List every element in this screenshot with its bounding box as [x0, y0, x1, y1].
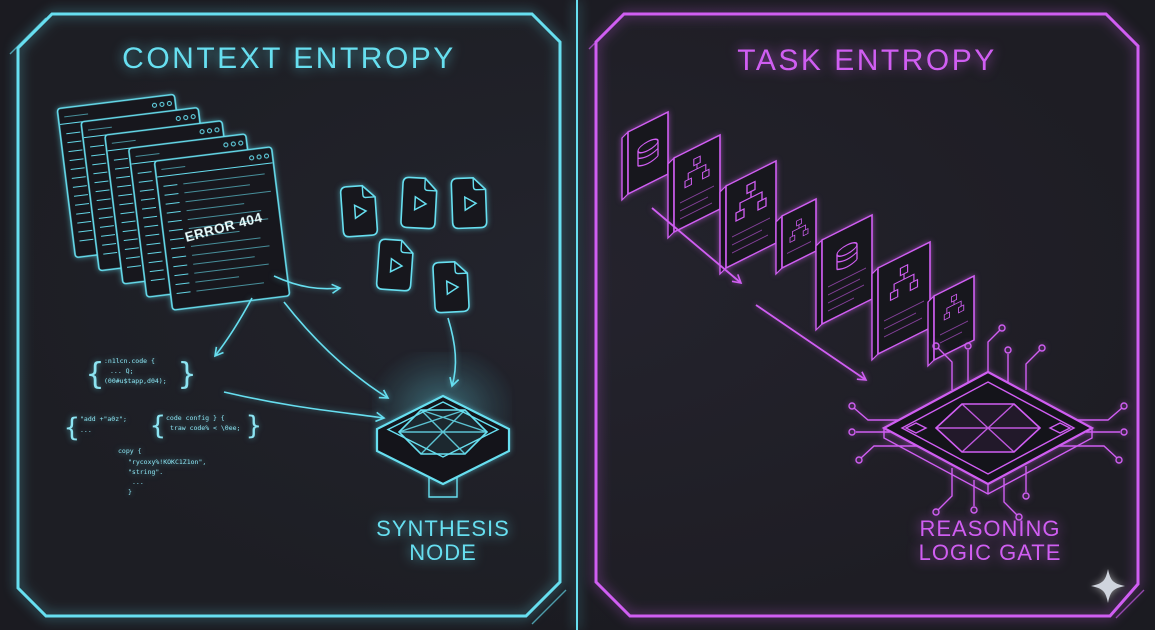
- code-snippet-block-3: { code config } { traw code% < \0ee; }: [150, 411, 262, 441]
- file-icon: [450, 176, 488, 230]
- code-line: "rycoxy%!KOKC1Z1on",: [128, 458, 206, 466]
- code-line: (00#u$tapp,d04);: [104, 377, 167, 385]
- code-line: }: [128, 488, 132, 496]
- code-line: traw code% < \0ee;: [170, 424, 240, 432]
- code-snippet-block-2: { "add +"a0z"; ...: [64, 413, 127, 443]
- isometric-card-stack: [621, 110, 975, 368]
- synthesis-node-label-line1: SYNTHESIS: [376, 516, 510, 541]
- data-card-small: [775, 197, 817, 276]
- terminal-window-stack: ERROR 404: [56, 93, 291, 311]
- synthesis-node-base: [428, 477, 458, 498]
- code-brace: {: [150, 411, 166, 441]
- data-card-small: [927, 274, 975, 368]
- right-panel-frame: [594, 12, 1140, 618]
- code-line: ...: [80, 426, 92, 434]
- code-line: "add +"a0z";: [80, 415, 127, 423]
- sparkle-logo-icon: [1091, 569, 1125, 603]
- flow-arrow: [223, 391, 386, 423]
- data-card: [667, 133, 721, 240]
- data-card-database: [621, 110, 669, 202]
- code-snippet-block-4: copy { "rycoxy%!KOKC1Z1on", "string". ..…: [118, 447, 206, 496]
- code-brace: }: [178, 357, 196, 392]
- chip-circuit-traces: [848, 324, 1128, 521]
- task-arrow-2: [755, 304, 868, 381]
- flow-arrow: [273, 275, 342, 294]
- code-brace: {: [64, 413, 80, 443]
- task-entropy-title: TASK ENTROPY: [737, 44, 996, 77]
- data-card: [719, 159, 777, 276]
- chip-core: [934, 403, 1042, 453]
- synthesis-node-label-line2: NODE: [409, 540, 477, 565]
- file-icon: [399, 176, 439, 230]
- code-line: ...: [132, 478, 144, 486]
- data-card: [815, 213, 873, 332]
- reasoning-chip: [848, 324, 1128, 521]
- left-panel-frame: [16, 12, 562, 618]
- task-entropy-panel: TASK ENTROPY: [588, 12, 1145, 619]
- code-brace: }: [246, 411, 262, 441]
- code-line: :n1lcn.code {: [104, 357, 155, 365]
- reasoning-gate-label-line2: LOGIC GATE: [919, 540, 1062, 565]
- file-icon: [375, 238, 415, 292]
- synthesis-node-rim: [386, 401, 500, 458]
- code-line: "string".: [128, 468, 163, 476]
- flow-arrow: [213, 297, 253, 358]
- code-line: copy {: [118, 447, 142, 455]
- synthesis-node-core: [397, 409, 489, 455]
- context-entropy-title: CONTEXT ENTROPY: [122, 42, 456, 75]
- chip-pads: [904, 422, 1072, 434]
- reasoning-gate-label-line1: REASONING: [919, 516, 1060, 541]
- right-frame-corner-accent: [588, 19, 1145, 619]
- chip-inner-rim: [900, 381, 1076, 475]
- code-brace: {: [86, 357, 104, 392]
- task-flow-arrows: [651, 207, 868, 381]
- code-line: code config } {: [166, 414, 225, 422]
- context-entropy-panel: CONTEXT ENTROPY ERROR 404 { :n1lcn.code …: [9, 12, 567, 625]
- left-frame-corner-accent: [9, 17, 567, 625]
- synthesis-node: [372, 352, 512, 498]
- data-card: [871, 240, 931, 362]
- code-snippet-block-1: { :n1lcn.code { ... Q; (00#u$tapp,d04); …: [86, 357, 196, 392]
- code-line: ... Q;: [110, 367, 133, 375]
- task-arrow-1: [651, 207, 743, 285]
